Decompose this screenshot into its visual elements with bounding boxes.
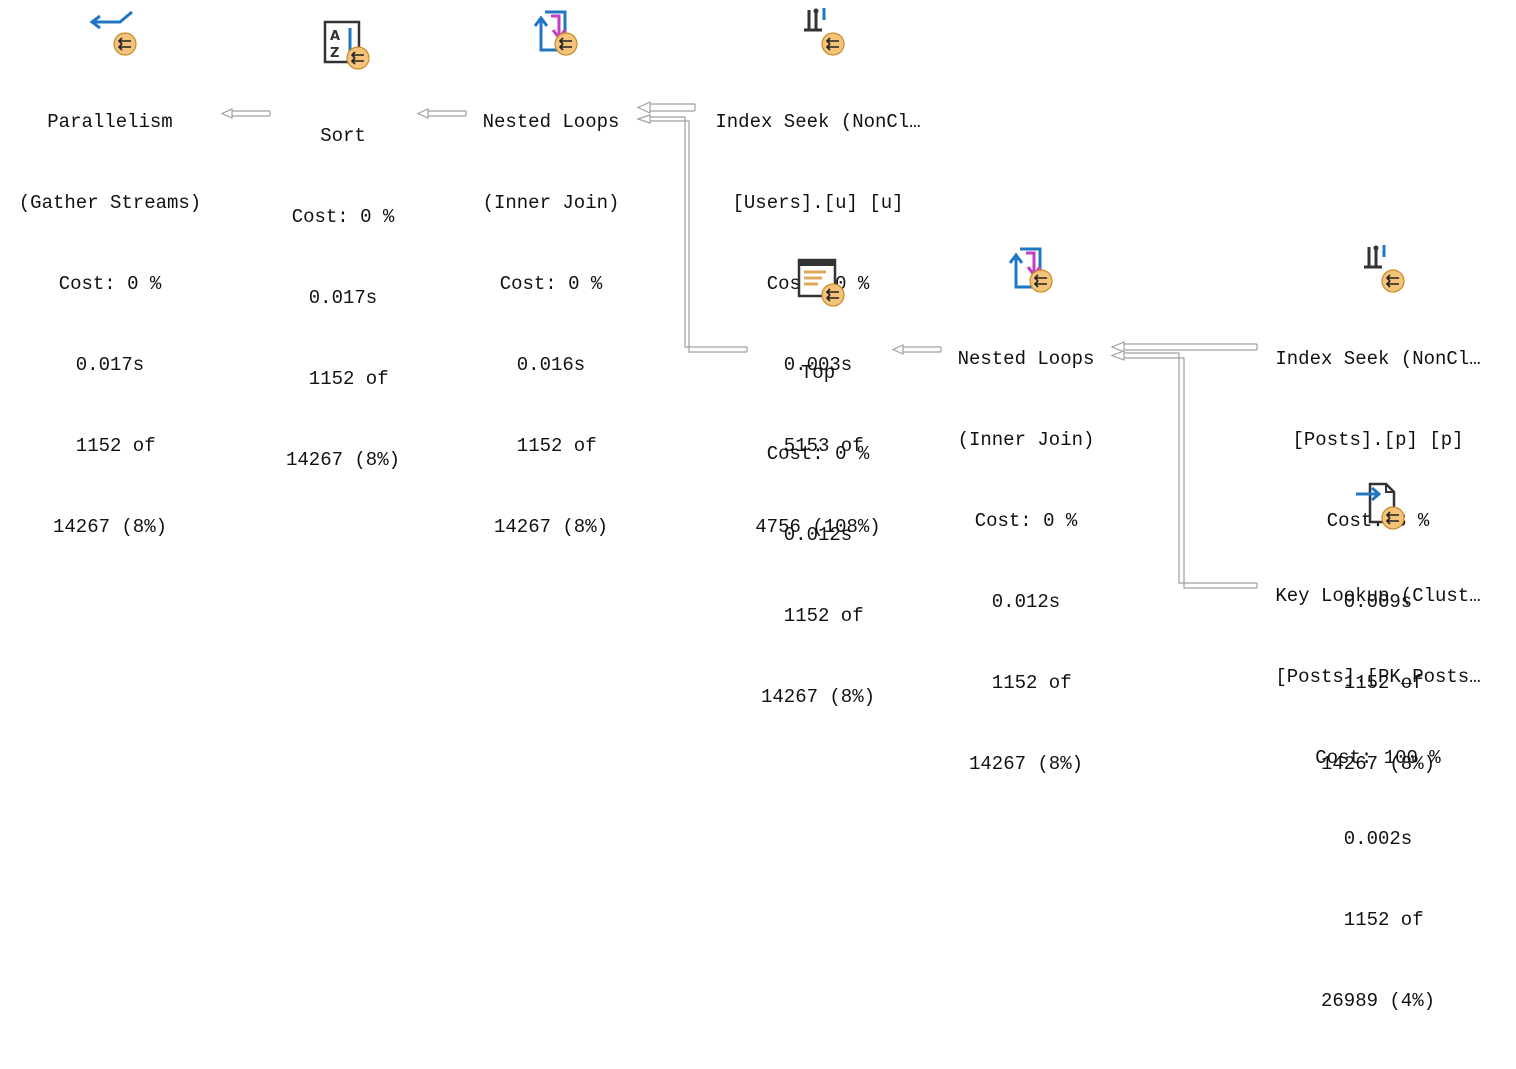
node-line: 0.012s bbox=[991, 591, 1061, 613]
sort-icon: A Z bbox=[323, 20, 370, 70]
node-line: Cost: 0 % bbox=[58, 273, 162, 295]
plan-node-parallelism[interactable]: Parallelism (Gather Streams) Cost: 0 % 0… bbox=[0, 6, 250, 595]
top-icon bbox=[797, 258, 845, 307]
node-line: (Inner Join) bbox=[957, 429, 1095, 451]
plan-node-sort[interactable]: A Z Sort Cost: 0 % 0.017s 1152 of 14267 … bbox=[203, 20, 483, 528]
node-line: Parallelism bbox=[47, 111, 173, 133]
index-seek-icon bbox=[804, 8, 845, 56]
node-line: 14267 (8%) bbox=[968, 753, 1084, 775]
node-line: Cost: 0 % bbox=[766, 443, 870, 465]
node-line: 14267 (8%) bbox=[52, 516, 168, 538]
node-line: 0.016s bbox=[516, 354, 586, 376]
node-line: (Gather Streams) bbox=[18, 192, 202, 214]
node-line: Cost: 0 % bbox=[291, 206, 395, 228]
plan-connectors bbox=[220, 101, 1258, 589]
node-line: 1152 of bbox=[297, 368, 389, 390]
node-line: Nested Loops bbox=[957, 348, 1095, 370]
connector-sort-to-parallelism bbox=[220, 108, 271, 119]
node-line: 4756 (108%) bbox=[755, 516, 881, 538]
connector-nested-loops-to-sort bbox=[416, 108, 467, 119]
node-line: 1152 of bbox=[772, 605, 864, 627]
node-line: 1152 of bbox=[980, 672, 1072, 694]
connector-top-to-nested-loops bbox=[636, 114, 748, 353]
node-line: Cost: 0 % bbox=[499, 273, 603, 295]
node-line: 14267 (8%) bbox=[493, 516, 609, 538]
node-line: Key Lookup (Clust… bbox=[1275, 585, 1481, 607]
node-line: 0.017s bbox=[308, 287, 378, 309]
node-line: [Users].[u] [u] bbox=[732, 192, 904, 214]
node-line: Index Seek (NonCl… bbox=[1275, 348, 1481, 370]
parallelism-icon bbox=[89, 10, 137, 56]
plan-node-nested-loops-2[interactable]: Nested Loops (Inner Join) Cost: 0 % 0.01… bbox=[886, 243, 1166, 832]
plan-node-key-lookup[interactable]: Key Lookup (Clust… [Posts].[PK_Posts… Co… bbox=[1238, 480, 1516, 1069]
node-line: Top bbox=[800, 362, 836, 384]
node-line: 0.017s bbox=[75, 354, 145, 376]
connector-users-seek-to-nested-loops bbox=[636, 101, 696, 114]
node-line: 1152 of bbox=[1332, 672, 1424, 694]
nested-loops-icon bbox=[1008, 247, 1053, 293]
node-line: Cost: 0 % bbox=[974, 510, 1078, 532]
node-line: 0.009s bbox=[1343, 591, 1413, 613]
node-line: Cost: 100 % bbox=[1315, 747, 1441, 769]
node-line: Index Seek (NonCl… bbox=[715, 111, 921, 133]
connector-posts-seek-to-nested-loops2 bbox=[1110, 341, 1258, 353]
node-line: 14267 (8%) bbox=[285, 449, 401, 471]
svg-text:Z: Z bbox=[330, 46, 339, 61]
connector-key-lookup-to-nested-loops2 bbox=[1110, 350, 1258, 589]
node-line: 0.002s bbox=[1343, 828, 1413, 850]
key-lookup-icon bbox=[1356, 482, 1405, 530]
node-line: 0.012s bbox=[783, 524, 853, 546]
node-line: [Posts].[p] [p] bbox=[1292, 429, 1464, 451]
node-line: 1152 of bbox=[64, 435, 156, 457]
node-line: 1152 of bbox=[1332, 909, 1424, 931]
node-line: [Posts].[PK_Posts… bbox=[1275, 666, 1481, 688]
node-line: (Inner Join) bbox=[482, 192, 620, 214]
plan-node-nested-loops[interactable]: Nested Loops (Inner Join) Cost: 0 % 0.01… bbox=[411, 6, 691, 595]
nested-loops-icon bbox=[533, 10, 578, 56]
node-line: Nested Loops bbox=[482, 111, 620, 133]
connector-nested-loops2-to-top bbox=[891, 344, 942, 355]
node-line: 1152 of bbox=[505, 435, 597, 457]
plan-node-index-seek-posts[interactable]: Index Seek (NonCl… [Posts].[p] [p] Cost:… bbox=[1238, 243, 1516, 832]
node-line: 5153 of bbox=[772, 435, 864, 457]
node-line: 26989 (4%) bbox=[1320, 990, 1436, 1012]
svg-text:A: A bbox=[330, 29, 340, 44]
plan-node-index-seek-users[interactable]: Index Seek (NonCl… [Users].[u] [u] Cost:… bbox=[678, 6, 958, 595]
index-seek-icon bbox=[1364, 245, 1405, 293]
node-line: Sort bbox=[320, 125, 366, 147]
node-line: 0.003s bbox=[783, 354, 853, 376]
